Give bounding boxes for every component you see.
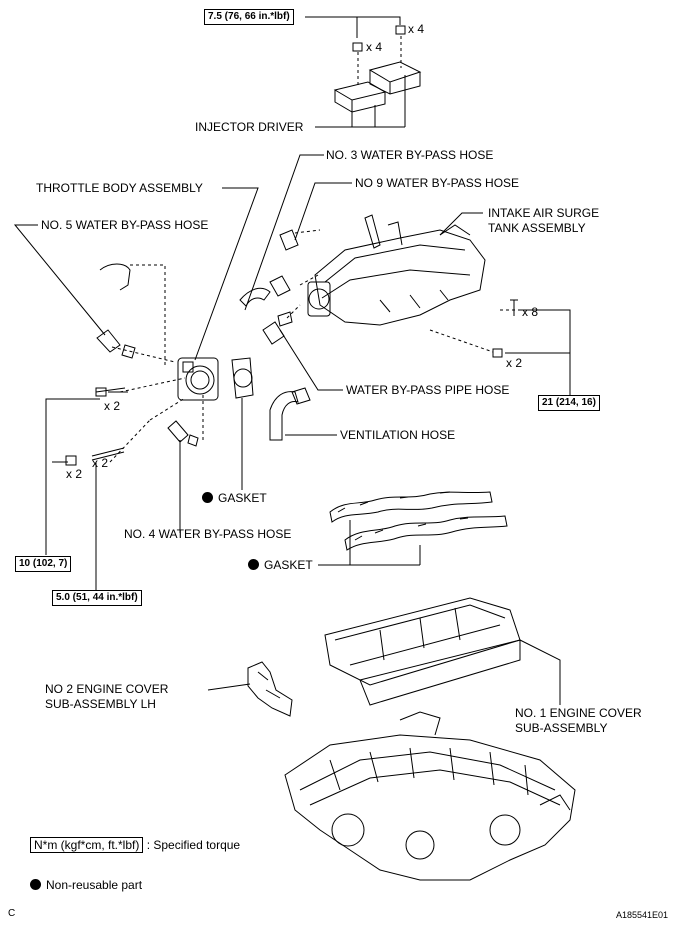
qty-nut-left: x 2 (66, 467, 83, 481)
label-no1-cover-1: NO. 1 ENGINE COVER (515, 706, 642, 720)
label-no9-hose: NO 9 WATER BY-PASS HOSE (355, 176, 520, 190)
nonreusable-dot-icon (248, 559, 259, 570)
label-no1-cover-2: SUB-ASSEMBLY (515, 721, 608, 735)
clamp-icon (99, 263, 293, 447)
label-no4-hose: NO. 4 WATER BY-PASS HOSE (124, 527, 292, 541)
label-no2-cover-1: NO 2 ENGINE COVER (45, 682, 169, 696)
leader-no5-hose (13, 224, 106, 336)
legend-torque: N*m (kgf*cm, ft.*lbf) : Specified torque (30, 837, 241, 853)
no2-engine-cover-icon (247, 661, 293, 717)
legend-nonreusable: Non-reusable part (30, 878, 142, 892)
label-no3-hose: NO. 3 WATER BY-PASS HOSE (326, 148, 494, 162)
qty-stud-left: x 2 (92, 456, 109, 470)
label-no5-hose: NO. 5 WATER BY-PASS HOSE (41, 218, 209, 232)
label-ventilation-hose: VENTILATION HOSE (340, 428, 456, 442)
leader-no9-hose (294, 182, 352, 241)
label-gasket-manifold: GASKET (248, 558, 313, 572)
qty-bolt-left: x 2 (104, 399, 121, 413)
leader-surge-tank (439, 212, 483, 236)
leader-no2-cover (207, 683, 251, 691)
leader-torque-injector (305, 16, 401, 25)
label-water-pipe-hose: WATER BY-PASS PIPE HOSE (346, 383, 510, 397)
label-intake-surge-2: TANK ASSEMBLY (488, 221, 586, 235)
engine-block-icon (284, 711, 576, 881)
leader-torque-surge (520, 309, 571, 395)
gasket-icon (231, 357, 254, 399)
nonreusable-dot-icon (30, 879, 41, 890)
label-no2-cover-2: SUB-ASSEMBLY LH (45, 697, 156, 711)
qty-nut-mid: x 4 (366, 40, 383, 54)
label-gasket-throttle: GASKET (202, 491, 267, 505)
no1-engine-cover-icon (324, 597, 521, 706)
label-injector-driver: INJECTOR DRIVER (195, 120, 304, 134)
legend-torque-unit: N*m (kgf*cm, ft.*lbf) (30, 837, 144, 853)
qty-bolt-x8: x 8 (522, 305, 539, 319)
throttle-body-icon (177, 357, 219, 401)
nut-icon (352, 25, 406, 52)
leader-throttle-body (194, 187, 259, 361)
intake-surge-tank-icon (307, 214, 486, 326)
torque-throttle-bolt: 10 (102, 7) (15, 556, 72, 572)
label-intake-surge-1: INTAKE AIR SURGE (488, 206, 600, 220)
leader-no1-cover (519, 639, 561, 705)
torque-surge-tank: 21 (214, 16) (538, 395, 600, 411)
nonreusable-dot-icon (202, 492, 213, 503)
stud-icon (91, 447, 125, 461)
torque-injector-driver: 7.5 (76, 66 in.*lbf) (204, 9, 294, 25)
injector-driver-icon (333, 61, 422, 113)
qty-nut-right: x 2 (506, 356, 523, 370)
leader-water-pipe-hose (279, 329, 343, 391)
label-throttle-body: THROTTLE BODY ASSEMBLY (36, 181, 203, 195)
leader-no3-hose (244, 154, 324, 311)
qty-nut-top: x 4 (408, 22, 425, 36)
manifold-gasket-icon (329, 491, 508, 551)
legend-torque-desc: : Specified torque (146, 838, 241, 852)
bolt-icon (95, 299, 518, 397)
corner-code-left: C (8, 908, 16, 919)
torque-throttle-stud: 5.0 (51, 44 in.*lbf) (52, 590, 142, 606)
leader-torque-throttle-bolt (45, 398, 100, 555)
hose-icon (96, 229, 311, 443)
corner-code-right: A185541E01 (616, 910, 669, 920)
nut-icon (65, 348, 503, 466)
